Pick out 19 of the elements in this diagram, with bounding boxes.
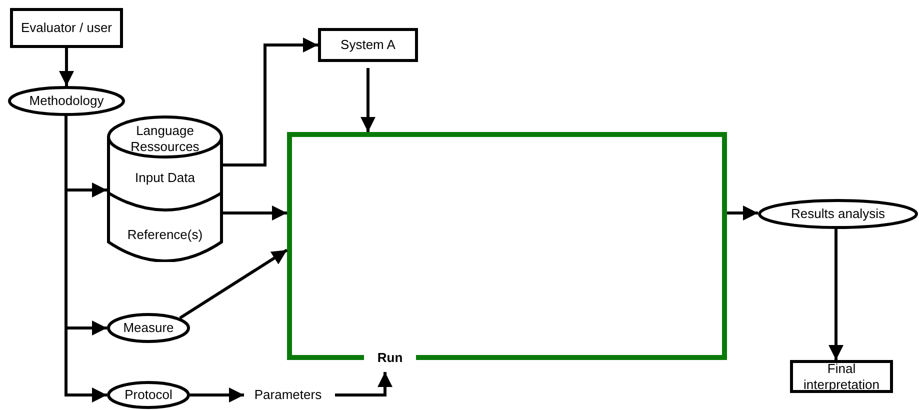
arrow xyxy=(335,372,392,396)
arrow xyxy=(828,229,844,360)
actor-box: Evaluator / user xyxy=(10,8,123,48)
arrow xyxy=(223,206,287,220)
arrow xyxy=(64,116,107,402)
parameters-label: Parameters xyxy=(246,386,330,404)
database-cylinder: Language Ressources Input Data Reference(s) xyxy=(107,115,223,262)
system-box: System A xyxy=(318,28,418,62)
arrow xyxy=(59,48,74,86)
process-ellipse: Protocol xyxy=(107,381,190,409)
process-ellipse: Results analysis xyxy=(758,199,918,229)
process-ellipse: Measure xyxy=(107,313,190,343)
process-ellipse: Methodology xyxy=(8,86,125,116)
arrow xyxy=(190,388,244,402)
arrow xyxy=(179,248,288,320)
arrow xyxy=(223,38,318,166)
arrow xyxy=(727,206,758,220)
result-box: Final interpretation xyxy=(790,360,893,393)
arrow xyxy=(360,68,376,132)
